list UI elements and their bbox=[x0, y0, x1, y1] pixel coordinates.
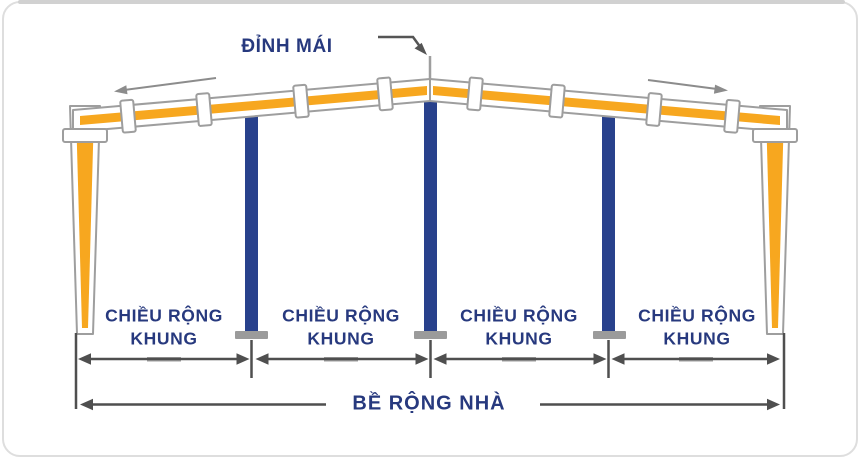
frame-width-label-3: CHIỀU RỘNG KHUNG bbox=[460, 305, 578, 349]
left-rafter-web bbox=[80, 86, 427, 125]
right-knee-flange bbox=[752, 128, 798, 143]
splice-plate bbox=[723, 98, 741, 134]
splice-plate bbox=[195, 92, 213, 127]
left-interior-column bbox=[245, 112, 258, 332]
center-column-base-plate bbox=[414, 331, 447, 339]
left-slope-arrow-icon bbox=[114, 77, 217, 95]
extension-lines bbox=[74, 333, 786, 409]
right-column-web bbox=[766, 112, 784, 328]
interior-columns bbox=[235, 85, 626, 339]
house-width-dimension bbox=[80, 398, 780, 411]
frame-width-label-1: CHIỀU RỘNG KHUNG bbox=[105, 305, 223, 349]
frame-width-label-4: CHIỀU RỘNG KHUNG bbox=[638, 305, 756, 349]
frame-width-label-2: CHIỀU RỘNG KHUNG bbox=[282, 305, 400, 349]
splice-plate bbox=[376, 76, 394, 112]
right-column-base-plate bbox=[593, 331, 626, 339]
left-column-web bbox=[76, 112, 94, 328]
left-column-base-plate bbox=[235, 331, 268, 339]
splice-plate bbox=[466, 76, 484, 112]
top-divider-strip bbox=[18, 0, 845, 4]
left-knee-flange bbox=[62, 128, 108, 143]
peak-pointer-arrow-icon bbox=[378, 35, 427, 55]
rafter-splice-plates bbox=[119, 76, 741, 134]
splice-plate bbox=[119, 98, 137, 134]
right-interior-column bbox=[602, 112, 615, 332]
splice-plate bbox=[292, 83, 310, 119]
center-interior-column bbox=[424, 85, 437, 332]
right-rafter-web bbox=[433, 86, 780, 125]
splice-plate bbox=[548, 83, 566, 119]
right-slope-arrow-icon bbox=[647, 79, 728, 94]
splice-plate bbox=[645, 92, 663, 127]
frame-width-dimensions bbox=[78, 353, 780, 365]
house-width-label: BỀ RỘNG NHÀ bbox=[352, 392, 506, 415]
peak-label: ĐỈNH MÁI bbox=[241, 36, 333, 57]
